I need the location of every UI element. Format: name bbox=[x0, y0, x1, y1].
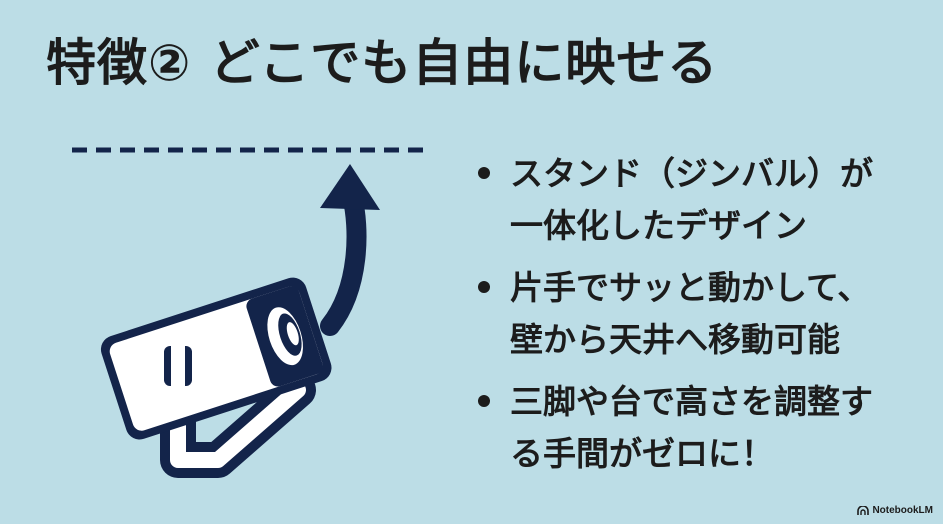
slide-title: 特徴② どこでも自由に映せる bbox=[46, 34, 719, 92]
illustration bbox=[60, 138, 450, 478]
bullet-line: る手間がゼロに！ bbox=[510, 434, 774, 473]
notebooklm-logo-icon bbox=[857, 505, 870, 515]
projector-icon bbox=[100, 277, 332, 478]
bullet-line: スタンド（ジンバル）が bbox=[510, 154, 873, 193]
bullet-dot-icon bbox=[478, 167, 490, 179]
bullet-line: 三脚や台で高さを調整す bbox=[510, 382, 873, 421]
feature-bullet-list: スタンド（ジンバル）が 一体化したデザイン 片手でサッと動かして、 壁から天井へ… bbox=[478, 148, 918, 490]
projector-illustration bbox=[72, 147, 432, 478]
bullet-dot-icon bbox=[478, 395, 490, 407]
bullet-line: 一体化したデザイン bbox=[510, 206, 807, 245]
bullet-text: 片手でサッと動かして、 壁から天井へ移動可能 bbox=[510, 262, 910, 366]
bullet-line: 片手でサッと動かして、 bbox=[510, 268, 871, 307]
bullet-item: スタンド（ジンバル）が 一体化したデザイン bbox=[478, 148, 918, 252]
bullet-item: 三脚や台で高さを調整す る手間がゼロに！ bbox=[478, 376, 918, 480]
bullet-text: スタンド（ジンバル）が 一体化したデザイン bbox=[510, 148, 910, 252]
bullet-dot-icon bbox=[478, 281, 490, 293]
bullet-text: 三脚や台で高さを調整す る手間がゼロに！ bbox=[510, 376, 910, 480]
badge-label: NotebookLM bbox=[872, 505, 933, 516]
bullet-item: 片手でサッと動かして、 壁から天井へ移動可能 bbox=[478, 262, 918, 366]
curved-up-arrow-icon bbox=[320, 164, 380, 336]
notebooklm-badge: NotebookLM bbox=[857, 505, 933, 516]
bullet-line: 壁から天井へ移動可能 bbox=[510, 320, 840, 359]
